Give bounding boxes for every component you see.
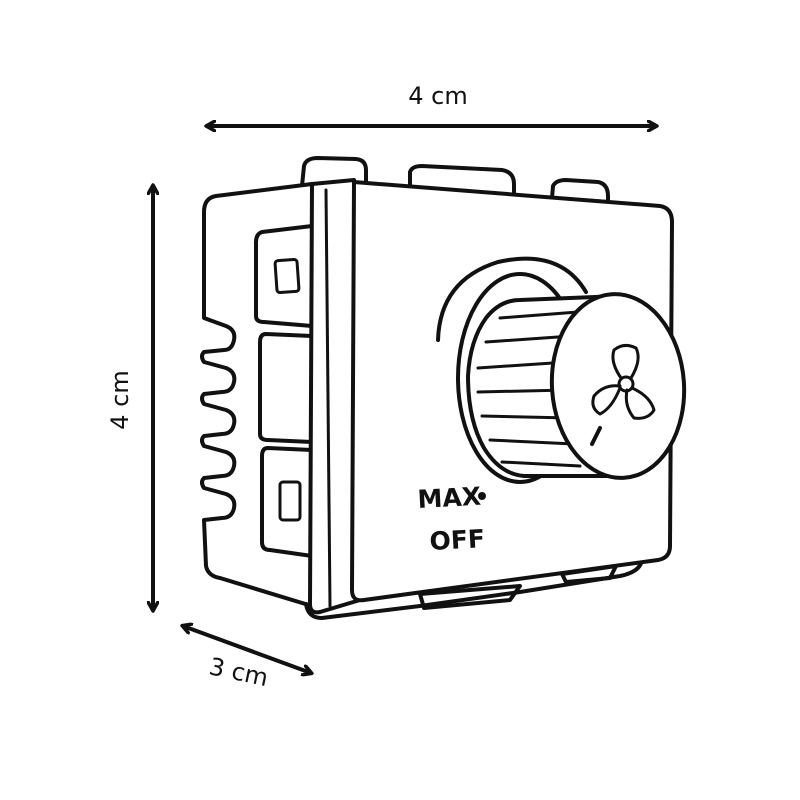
fan-icon: [591, 343, 656, 420]
knob-position-mark: [590, 426, 602, 446]
bottom-rim: [304, 558, 644, 620]
depth-dimension-arrow: [183, 626, 311, 673]
terminal-screw-bottom: [278, 480, 302, 522]
terminal-bay-bottom: [260, 446, 314, 558]
max-label: MAX: [417, 482, 482, 514]
terminal-screw-top: [273, 257, 301, 295]
width-dimension-label: 4 cm: [408, 82, 467, 110]
top-clip-right: [550, 178, 610, 204]
max-indicator-dot: [478, 492, 486, 500]
knob-range-arc: [436, 256, 588, 342]
off-label: OFF: [429, 524, 486, 556]
depth-dimension-label: 3 cm: [207, 652, 271, 692]
front-frame: [308, 178, 362, 615]
knob-assembly: [436, 256, 687, 484]
terminal-bay-top: [254, 224, 314, 328]
front-frame-inner: [324, 188, 332, 608]
terminal-bay-middle: [258, 332, 314, 444]
height-dimension-label: 4 cm: [106, 370, 134, 429]
